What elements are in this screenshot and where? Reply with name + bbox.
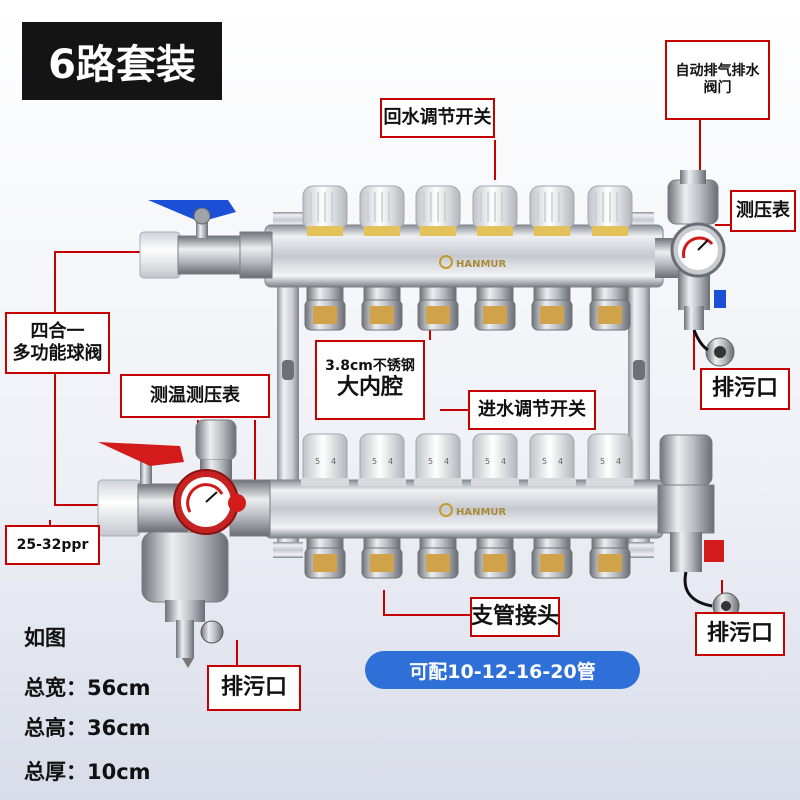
branch-joint	[304, 286, 346, 331]
mount-brackets	[273, 212, 654, 558]
dimension-value-thickness: 10cm	[87, 760, 151, 784]
valve-scale-mark: 5	[315, 457, 320, 466]
label-ball-valve-line2: 多功能球阀	[12, 343, 103, 364]
return-ball-valve	[139, 200, 273, 279]
brand-mark-top: HANMUR	[456, 259, 507, 270]
brand-mark-bottom: HANMUR	[456, 507, 507, 518]
valve-scale-mark: 4	[331, 457, 336, 466]
label-ppr-size: 25-32ppr	[5, 525, 100, 565]
return-valve-cap	[587, 185, 633, 236]
branch-joint	[531, 537, 573, 579]
valve-scale-mark: 4	[388, 457, 393, 466]
dimension-value-width: 56cm	[87, 676, 151, 700]
valve-scale-mark: 4	[616, 457, 621, 466]
dimension-label-height: 总高：	[24, 716, 87, 740]
set-title: 6路套装	[22, 22, 222, 100]
return-valve-cap	[529, 185, 575, 236]
label-pressure-gauge: 测压表	[730, 190, 796, 232]
branch-joint	[531, 286, 573, 331]
label-ball-valve-line1: 四合一	[30, 321, 85, 343]
branch-joint	[474, 537, 516, 579]
red-handle-icon	[98, 442, 184, 466]
branch-joint	[304, 537, 346, 579]
branch-joint	[417, 537, 459, 579]
dimension-row-width: 总宽：56cm	[24, 672, 151, 702]
return-valve-cap	[302, 185, 348, 236]
valve-scale-mark: 5	[428, 457, 433, 466]
label-air-vent-line1: 自动排气排水	[675, 63, 760, 80]
label-air-vent: 自动排气排水 阀门	[665, 40, 770, 120]
label-branch-joint: 支管接头	[470, 597, 560, 637]
valve-scale-mark: 5	[485, 457, 490, 466]
branch-joint	[589, 286, 631, 331]
return-valve-cap	[472, 185, 518, 236]
label-return-switch: 回水调节开关	[380, 98, 495, 138]
return-valve-cap	[415, 185, 461, 236]
dimension-label-width: 总宽：	[24, 676, 87, 700]
return-valve-cap	[359, 185, 405, 236]
label-inlet-switch: 进水调节开关	[468, 390, 596, 430]
branch-joint	[589, 537, 631, 579]
branch-joint	[417, 286, 459, 331]
valve-scale-mark: 5	[542, 457, 547, 466]
label-drain-bottom-left: 排污口	[207, 665, 301, 711]
multi-function-ball-valve	[97, 419, 271, 668]
return-branch-joints	[304, 286, 631, 331]
valve-scale-mark: 4	[558, 457, 563, 466]
label-temp-pressure: 测温测压表	[120, 374, 270, 418]
dimension-label-thickness: 总厚：	[24, 760, 87, 784]
branch-joint	[474, 286, 516, 331]
return-valve-row	[302, 185, 633, 236]
dimension-row-height: 总高：36cm	[24, 712, 151, 742]
valve-scale-mark: 5	[372, 457, 377, 466]
valve-scale-mark: 4	[444, 457, 449, 466]
label-drain-bottom-right: 排污口	[695, 612, 785, 656]
temperature-gauge-icon	[173, 469, 246, 535]
dimension-row-thickness: 总厚：10cm	[24, 756, 151, 786]
pipe-compatibility-badge: 可配10-12-16-20管	[365, 651, 640, 689]
branch-joint	[361, 537, 403, 579]
label-stainless-line1: 3.8cm不锈钢	[325, 358, 415, 375]
label-stainless-line2: 大内腔	[336, 375, 403, 401]
dimension-value-height: 36cm	[87, 716, 151, 740]
branch-joint	[361, 286, 403, 331]
dimensions-caption: 如图	[24, 626, 66, 650]
valve-scale-mark: 5	[600, 457, 605, 466]
supply-branch-joints	[304, 537, 631, 579]
valve-scale-mark: 4	[501, 457, 506, 466]
label-drain-top-right: 排污口	[700, 368, 790, 410]
label-air-vent-line2: 阀门	[703, 80, 732, 96]
pressure-gauge-icon	[670, 222, 726, 278]
auto-air-vent-bottom	[657, 434, 740, 620]
label-stainless: 3.8cm不锈钢 大内腔	[315, 340, 425, 420]
label-ball-valve: 四合一 多功能球阀	[5, 312, 110, 374]
blue-handle-icon	[148, 200, 236, 222]
